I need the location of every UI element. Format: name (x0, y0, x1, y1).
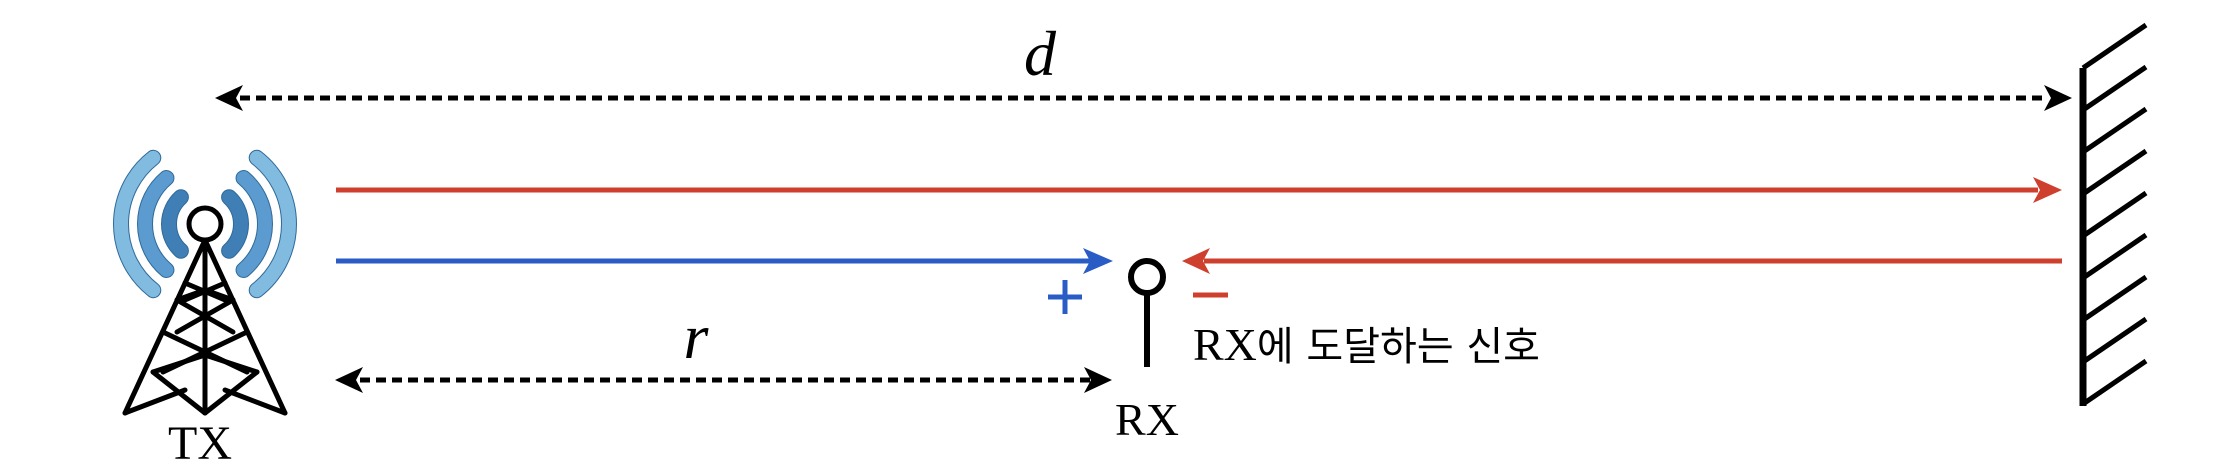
plus-sign-icon (1048, 280, 1082, 314)
arrowhead-left-icon (215, 85, 243, 111)
rx-label: RX (1115, 394, 1179, 445)
wall-hatch-line (2081, 22, 2148, 71)
right-signal-wave-arc-3 (249, 150, 296, 298)
direct-signal-path (336, 248, 1113, 314)
arrowhead-right-icon (1083, 248, 1113, 274)
right-signal-wave-arc-2 (236, 171, 272, 277)
arrowhead-right-icon (1084, 367, 1112, 393)
distance-r-dimension: r (335, 301, 1112, 393)
left-signal-wave-arc-2 (138, 171, 174, 277)
signal-waves-icon (113, 149, 297, 299)
rx-arrival-caption: RX에 도달하는 신호 (1193, 319, 1540, 370)
wall-hatch-line (2081, 190, 2148, 239)
wall-hatch-line (2081, 64, 2148, 113)
radio-tower-icon: TX (113, 149, 297, 464)
arrowhead-right-icon (2044, 85, 2072, 111)
wall-hatch-line (2081, 232, 2148, 281)
tx-label: TX (168, 417, 232, 464)
caption-suffix: 에 도달하는 신호 (1257, 324, 1540, 370)
hatched-wall-icon (2079, 22, 2148, 407)
distance-d-dimension: d (215, 18, 2072, 111)
tower-antenna-ball (186, 205, 224, 243)
distance-r-label: r (684, 301, 710, 372)
left-signal-wave-arc-1 (162, 190, 188, 258)
arrowhead-left-icon (1182, 248, 1210, 274)
arrowhead-right-icon (2033, 177, 2062, 203)
distance-d-label: d (1024, 18, 1057, 89)
caption-prefix: RX (1193, 319, 1257, 370)
antenna-icon (1128, 258, 1166, 367)
wall-hatch-line (2081, 106, 2148, 155)
reflected-signal-return (1182, 248, 2062, 298)
wall-hatch-line (2081, 316, 2148, 365)
wall-hatch-line (2081, 148, 2148, 197)
wall-hatch-line (2081, 274, 2148, 323)
right-signal-wave-arc-1 (222, 190, 248, 258)
left-signal-wave-arc-3 (114, 150, 161, 298)
reflected-signal-outgoing (336, 177, 2062, 203)
wall-hatch-line (2081, 358, 2148, 407)
arrowhead-left-icon (335, 367, 363, 393)
